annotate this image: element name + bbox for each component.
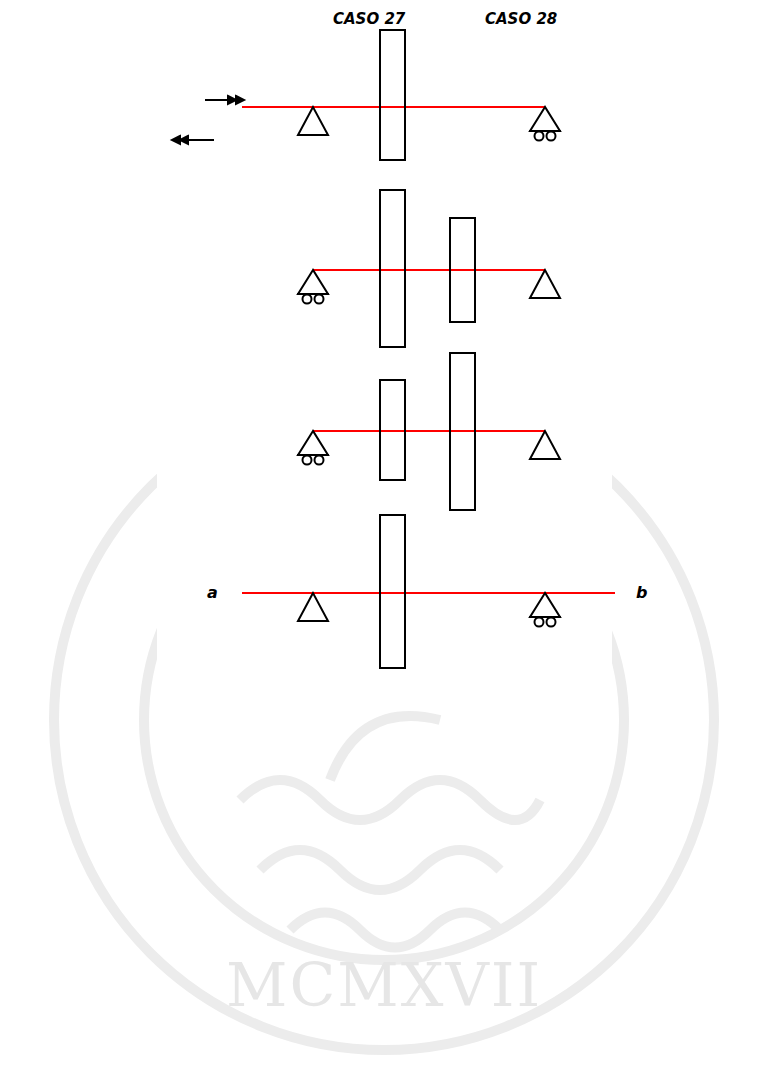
case-label: CASO 28 xyxy=(485,12,557,27)
beam-row-4 xyxy=(242,515,615,668)
watermark-mask xyxy=(157,355,612,668)
beam-row-1 xyxy=(172,30,561,160)
beam-row-3 xyxy=(297,353,560,510)
end-label: a xyxy=(207,585,218,601)
case-label: CASO 27 xyxy=(333,12,405,27)
watermark-text: MCMXVII xyxy=(226,955,542,1015)
end-label: b xyxy=(636,585,647,601)
beam-row-2 xyxy=(297,190,560,347)
